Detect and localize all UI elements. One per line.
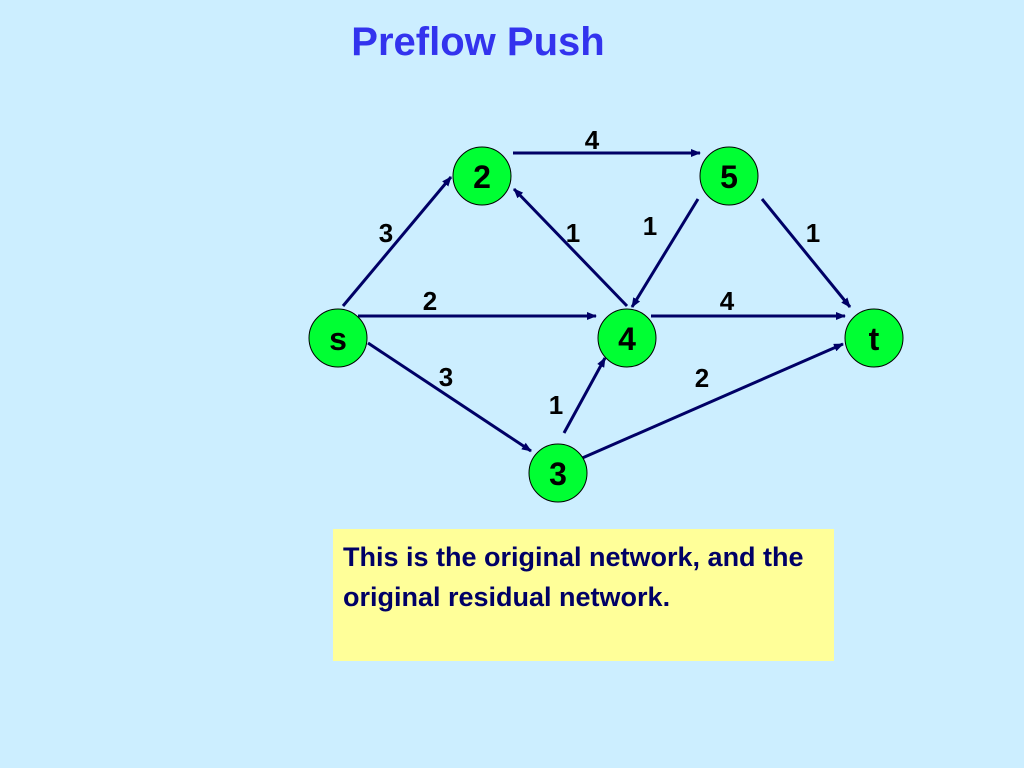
node-s-circle: [308, 308, 368, 368]
edge-s-to-3-arrow: [367, 341, 532, 453]
node-5-label: 5: [720, 159, 738, 195]
edge-3-to-t-capacity: 2: [695, 363, 709, 393]
edges-layer: 4 3 1 1 1 2 4 3 2 1: [341, 125, 852, 461]
edge-4-to-2-capacity: 1: [566, 218, 580, 248]
edge-3-to-4-capacity: 1: [549, 390, 563, 420]
edge-5-to-4-capacity: 1: [643, 211, 657, 241]
node-t-circle: [844, 308, 904, 368]
node-3-circle: [528, 443, 588, 503]
nodes-layer: s 2 5 4 t 3: [308, 146, 904, 503]
slide-title: Preflow Push: [351, 20, 605, 64]
node-3-label: 3: [549, 456, 567, 492]
edge-5-to-4-arrow: [630, 198, 700, 308]
node-2-circle: [452, 146, 512, 206]
explanation-note: This is the original network, and the or…: [333, 529, 834, 661]
edge-4-to-2-arrow: [512, 187, 629, 308]
node-4-circle: [597, 308, 657, 368]
edge-s-to-2-arrow: [341, 176, 453, 307]
edge-s-to-4-capacity: 2: [423, 286, 437, 316]
node-4-label: 4: [618, 321, 636, 357]
edge-4-to-t-capacity: 4: [720, 286, 735, 316]
edge-5-to-t-arrow: [760, 198, 852, 308]
node-s-label: s: [329, 321, 347, 357]
edge-3-to-t-arrow: [579, 342, 844, 461]
edge-s-to-3-capacity: 3: [439, 362, 453, 392]
edge-5-to-t-capacity: 1: [806, 218, 820, 248]
edge-2-to-5-capacity: 4: [585, 125, 600, 155]
edge-3-to-4-arrow: [562, 357, 607, 434]
node-5-circle: [699, 146, 759, 206]
edge-s-to-2-capacity: 3: [379, 218, 393, 248]
node-t-label: t: [869, 321, 880, 357]
node-2-label: 2: [473, 159, 491, 195]
